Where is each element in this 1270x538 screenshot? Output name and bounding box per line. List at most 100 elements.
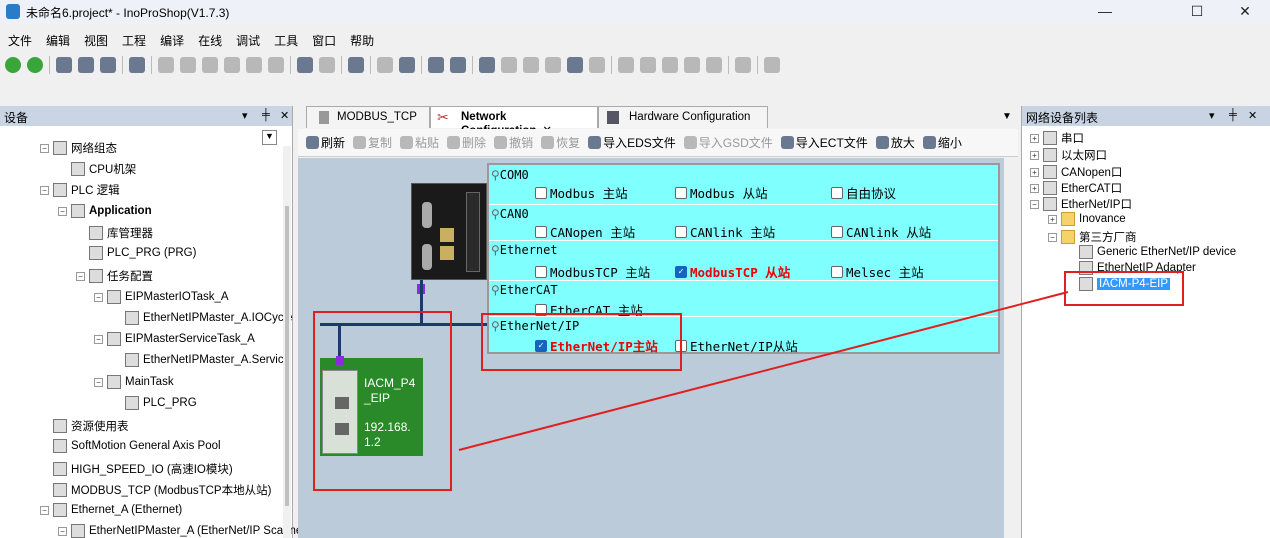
protocol-checkbox[interactable]: ModbusTCP 主站 — [535, 262, 650, 281]
tree-item[interactable]: SoftMotion General Axis Pool — [40, 439, 221, 453]
tree-item[interactable]: 资源使用表 — [40, 418, 129, 434]
expand-toggle-icon[interactable]: − — [40, 505, 49, 515]
grid-icon[interactable] — [764, 57, 780, 73]
expand-toggle-icon[interactable]: − — [1048, 232, 1057, 242]
step-in-icon[interactable] — [618, 57, 634, 73]
dropdown-icon[interactable]: ▾ — [1209, 110, 1215, 122]
logout-icon[interactable] — [501, 57, 517, 73]
toolbar-button[interactable]: 恢复 — [541, 134, 580, 151]
menu-item[interactable]: 文件 — [8, 34, 33, 48]
cut-icon[interactable] — [202, 57, 218, 73]
dropdown-icon[interactable]: ▾ — [242, 110, 248, 122]
menu-item[interactable]: 编辑 — [46, 34, 71, 48]
download-icon[interactable] — [450, 57, 466, 73]
page-icon[interactable] — [399, 57, 415, 73]
checkbox-icon[interactable] — [535, 186, 547, 199]
toolbar-button[interactable]: 撤销 — [494, 134, 533, 151]
canvas-scrollbar[interactable] — [1004, 158, 1018, 538]
menu-item[interactable]: 工具 — [274, 34, 299, 48]
back-icon[interactable] — [5, 57, 21, 73]
menu-item[interactable]: 调试 — [236, 34, 261, 48]
tree-item[interactable]: EtherNetIPMaster_A.IOCycle — [112, 311, 293, 325]
paste-icon[interactable] — [246, 57, 262, 73]
maximize-button[interactable]: ☐ — [1190, 3, 1204, 19]
menu-item[interactable]: 帮助 — [350, 34, 375, 48]
checkbox-icon[interactable] — [831, 225, 843, 238]
tree-item[interactable]: EtherNetIPMaster_A.Service — [112, 353, 290, 367]
protocol-checkbox[interactable]: CANlink 主站 — [675, 222, 775, 241]
device-list-item[interactable]: −第三方厂商 — [1048, 229, 1137, 245]
expand-toggle-icon[interactable]: + — [1030, 183, 1039, 193]
tree-item[interactable]: −MainTask — [94, 375, 174, 389]
delete-icon[interactable] — [268, 57, 284, 73]
close-icon[interactable]: ✕ — [1248, 110, 1258, 122]
checkbox-icon[interactable] — [675, 186, 687, 199]
breakpoint-icon[interactable] — [684, 57, 700, 73]
checkbox-icon[interactable] — [831, 186, 843, 199]
menu-item[interactable]: 窗口 — [312, 34, 337, 48]
device-list-item[interactable]: −EtherNet/IP口 — [1030, 196, 1132, 212]
pin-icon[interactable]: ╪ — [262, 109, 270, 121]
tree-item[interactable]: −网络组态 — [40, 140, 117, 156]
menu-item[interactable]: 编译 — [160, 34, 185, 48]
login-icon[interactable] — [479, 57, 495, 73]
protocol-checkbox[interactable]: CANlink 从站 — [831, 222, 931, 241]
run-icon[interactable] — [523, 57, 539, 73]
expand-toggle-icon[interactable]: − — [40, 185, 49, 195]
device-list-item[interactable]: +以太网口 — [1030, 147, 1107, 163]
toolbar-button[interactable]: 删除 — [447, 134, 486, 151]
menu-item[interactable]: 在线 — [198, 34, 223, 48]
tree-item[interactable]: −EIPMasterServiceTask_A — [94, 332, 255, 346]
stop-icon[interactable] — [545, 57, 561, 73]
protocol-checkbox[interactable]: CANopen 主站 — [535, 222, 635, 241]
toolbar-button[interactable]: 导入GSD文件 — [683, 134, 773, 151]
tree-item[interactable]: PLC_PRG (PRG) — [76, 246, 196, 260]
toolbar-button[interactable]: 放大 — [875, 134, 915, 151]
bug-icon[interactable] — [706, 57, 722, 73]
tree-item[interactable]: −EIPMasterIOTask_A — [94, 290, 229, 304]
checkbox-icon[interactable]: ✓ — [535, 339, 547, 352]
expand-toggle-icon[interactable]: − — [1030, 199, 1039, 209]
tree-item[interactable]: −Application — [58, 204, 152, 218]
find-icon[interactable] — [297, 57, 313, 73]
checkbox-icon[interactable] — [831, 265, 843, 278]
expand-toggle-icon[interactable]: + — [1030, 167, 1039, 177]
expand-toggle-icon[interactable]: − — [58, 206, 67, 216]
expand-toggle-icon[interactable]: − — [94, 292, 103, 302]
replace-icon[interactable] — [319, 57, 335, 73]
tab-modbus-tcp[interactable]: MODBUS_TCP — [306, 106, 430, 128]
close-button[interactable]: ✕ — [1239, 3, 1251, 19]
expand-toggle-icon[interactable]: − — [94, 334, 103, 344]
tab-hardware-configuration[interactable]: Hardware Configuration — [598, 106, 768, 128]
protocol-checkbox[interactable]: Modbus 从站 — [675, 183, 768, 202]
checkbox-icon[interactable]: ✓ — [675, 265, 687, 278]
protocol-checkbox[interactable]: 自由协议 — [831, 183, 896, 202]
expand-toggle-icon[interactable]: − — [40, 143, 49, 153]
tree-item[interactable]: CPU机架 — [58, 161, 136, 177]
compile-icon[interactable] — [428, 57, 444, 73]
tree-item[interactable]: HIGH_SPEED_IO (高速IO模块) — [40, 461, 233, 477]
new-file-icon[interactable] — [56, 57, 72, 73]
toolbar-button[interactable]: 导入EDS文件 — [588, 134, 676, 151]
copy-icon[interactable] — [224, 57, 240, 73]
checkbox-icon[interactable] — [535, 303, 547, 316]
tree-item[interactable]: −PLC 逻辑 — [40, 182, 120, 198]
expand-toggle-icon[interactable]: + — [1030, 150, 1039, 160]
checkbox-icon[interactable] — [675, 225, 687, 238]
protocol-checkbox[interactable]: Melsec 主站 — [831, 262, 924, 281]
print-icon[interactable] — [129, 57, 145, 73]
tree-item[interactable]: 库管理器 — [76, 225, 153, 241]
pin-icon[interactable]: ╪ — [1229, 109, 1237, 121]
expand-toggle-icon[interactable]: − — [94, 377, 103, 387]
edit-icon[interactable] — [589, 57, 605, 73]
checkbox-icon[interactable] — [535, 265, 547, 278]
step-over-icon[interactable] — [640, 57, 656, 73]
open-folder-icon[interactable] — [78, 57, 94, 73]
toolbar-button[interactable]: 缩小 — [922, 134, 962, 151]
wrench-icon[interactable] — [567, 57, 583, 73]
tree-item[interactable]: MODBUS_TCP (ModbusTCP本地从站) — [40, 482, 271, 498]
toolbar-button[interactable]: 复制 — [353, 134, 392, 151]
device-list-item[interactable]: IACM-P4-EIP — [1066, 277, 1171, 291]
device-list-item[interactable]: +串口 — [1030, 130, 1084, 146]
